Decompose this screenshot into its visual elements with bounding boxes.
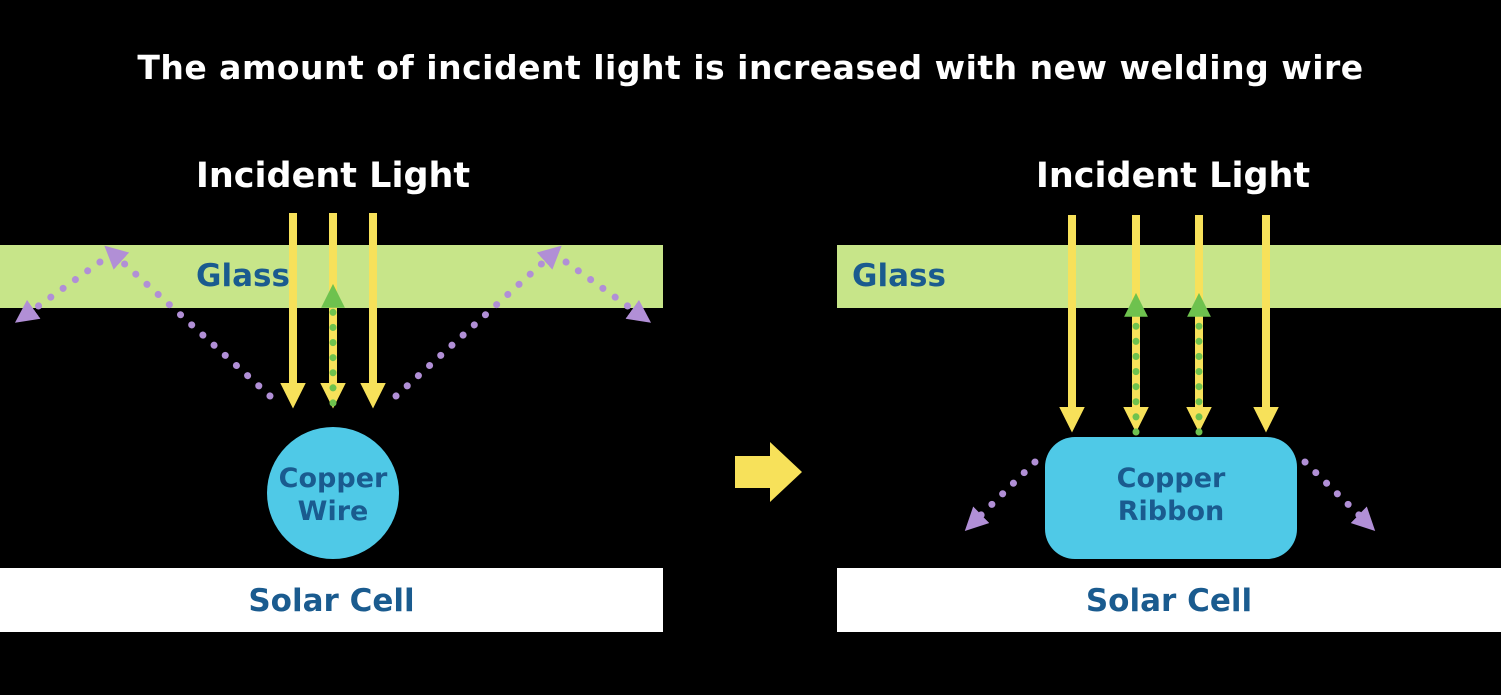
solar-cell-label-right: Solar Cell xyxy=(1085,583,1253,619)
lost-light-arrow-left-out-icon xyxy=(14,258,104,323)
lost-light-arrow-left-icon xyxy=(964,458,1039,531)
incident-light-label-left: Incident Light xyxy=(195,156,471,196)
copper-wire-label: Copper Wire xyxy=(233,462,433,528)
transition-arrow-icon xyxy=(735,442,802,502)
lost-light-arrow-right-icon xyxy=(1301,458,1376,531)
solar-cell-label-left: Solar Cell xyxy=(248,583,415,619)
lost-light-arrow-right-up-icon xyxy=(392,245,562,400)
solar-cell-right xyxy=(837,568,1501,632)
copper-wire-shape xyxy=(267,427,399,559)
glass-layer-right xyxy=(837,245,1501,308)
copper-ribbon-label: Copper Ribbon xyxy=(1046,462,1296,528)
solar-cell-left xyxy=(0,568,663,632)
copper-ribbon-shape xyxy=(1045,437,1297,559)
copper-ribbon-label-line1: Copper xyxy=(1116,463,1226,494)
lost-light-arrow-right-out-icon xyxy=(562,258,652,323)
glass-label-left: Glass xyxy=(196,258,290,294)
page-title: The amount of incident light is increase… xyxy=(137,48,1364,87)
copper-wire-label-line1: Copper xyxy=(278,463,388,494)
incident-light-label-right: Incident Light xyxy=(1035,156,1311,196)
copper-ribbon-label-line2: Ribbon xyxy=(1117,496,1225,527)
lost-light-arrow-left-up-icon xyxy=(104,245,274,400)
copper-wire-label-line2: Wire xyxy=(297,496,369,527)
glass-label-right: Glass xyxy=(852,258,946,294)
